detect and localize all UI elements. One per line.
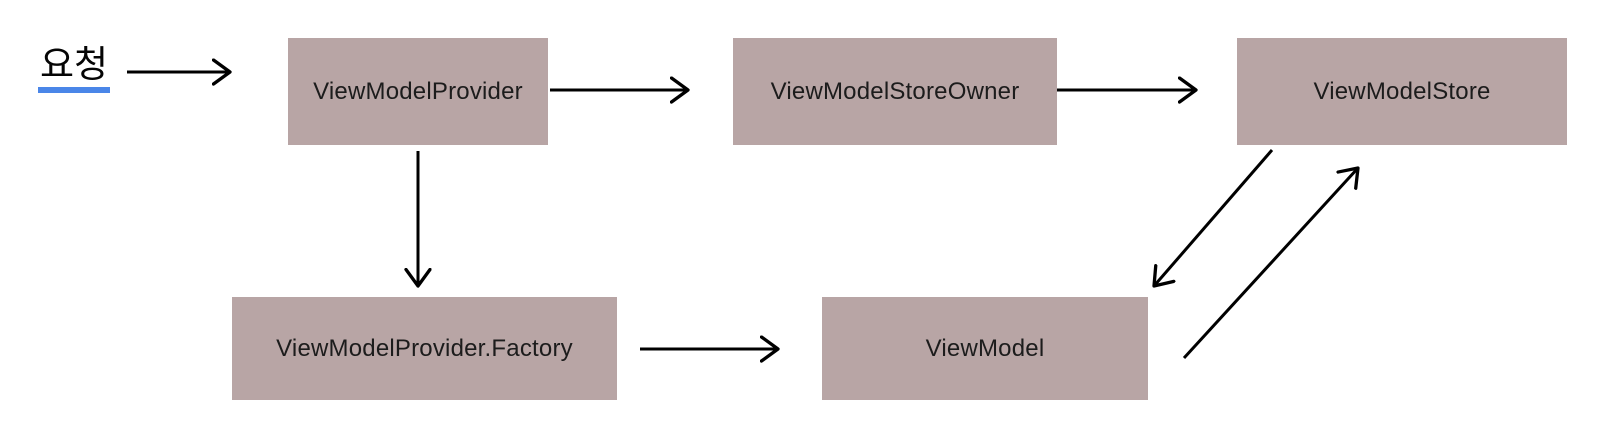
node-view-model-provider-factory: ViewModelProvider.Factory [232,297,617,400]
node-view-model-store: ViewModelStore [1237,38,1567,145]
node-label: ViewModel [925,334,1045,362]
node-view-model: ViewModel [822,297,1148,400]
node-label: ViewModelStore [1313,77,1491,105]
node-view-model-store-owner: ViewModelStoreOwner [733,38,1057,145]
request-label: 요청 [38,44,111,93]
node-label: ViewModelProvider.Factory [276,334,573,362]
node-view-model-provider: ViewModelProvider [288,38,548,145]
arrow-viewmodel-to-store [1182,168,1358,360]
node-label: ViewModelStoreOwner [770,77,1020,105]
arrow-store-to-viewmodel [1154,149,1274,286]
node-label: ViewModelProvider [313,77,523,105]
